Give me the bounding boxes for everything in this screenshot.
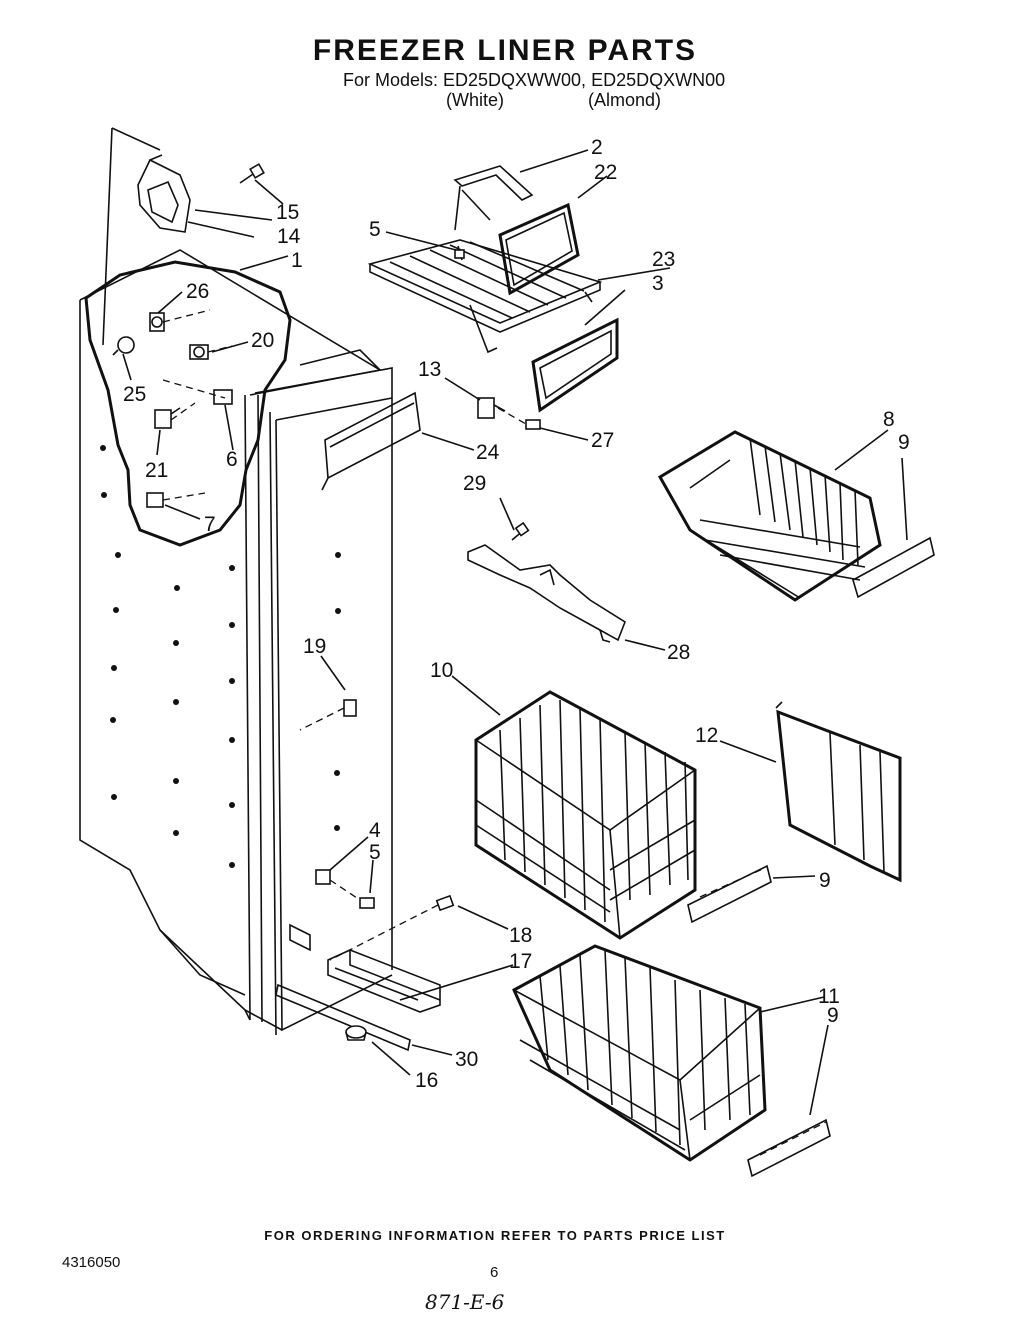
panel-part-3 [531,317,619,413]
part-13-bracket [477,397,506,419]
part-19-clip [299,699,357,731]
callout-13: 13 [418,358,441,381]
callout-3: 3 [652,272,664,295]
callout-29: 29 [463,472,486,495]
screw-part-29 [511,521,530,541]
basket-8-wires [699,437,866,581]
part-20-socket [189,344,209,360]
controls-group [112,309,233,508]
basket-part-8 [657,430,882,602]
callout-17: 17 [509,950,532,973]
callout-14: 14 [277,225,301,248]
callout-11: 11 [818,985,840,1008]
basket-part-10 [474,690,697,940]
handle-part-14 [137,154,191,233]
page-title: FREEZER LINER PARTS [312,34,698,67]
callout-25: 25 [123,383,146,406]
variant-white-label: (White) [446,90,504,110]
leader-lines [122,149,908,1116]
callout-labels: 1 2 3 4 5 5 6 7 8 9 9 9 10 11 12 13 14 1… [123,136,910,1092]
callout-9-lower: 9 [827,1004,839,1027]
liner-bottom-detail [289,923,311,952]
ordering-info-note: FOR ORDERING INFORMATION REFER TO PARTS … [264,1228,726,1243]
callout-28: 28 [667,641,690,664]
callout-23: 23 [652,248,675,271]
part-25-bulb [112,336,135,356]
panel-part-12 [775,701,902,883]
trim-strip-9-upper [852,536,935,599]
shelf-rail-part-17 [327,949,441,1013]
variant-almond-label: (Almond) [588,90,662,110]
callout-8: 8 [883,408,895,431]
part-21-connector [154,407,181,429]
callout-21: 21 [145,459,168,482]
rail-part-28 [467,544,626,643]
screw-part-15 [239,163,265,184]
trim-strip-9-middle [687,864,772,924]
callout-2: 2 [591,136,603,159]
cover-part-24 [321,391,421,491]
callout-5-top: 5 [369,218,381,241]
callout-16: 16 [415,1069,438,1092]
trim-strip-9-lower [747,1118,831,1178]
callout-26: 26 [186,280,209,303]
basket-10-wires [475,699,696,923]
callout-7: 7 [204,513,216,536]
callout-22: 22 [594,161,617,184]
callout-19: 19 [303,635,326,658]
trim-part-30 [275,983,411,1052]
shelf-grid [389,241,585,319]
basket-part-11 [512,944,767,1162]
model-numbers: For Models: ED25DQXWW00, ED25DQXWN00 [343,70,726,90]
callout-4: 4 [369,819,381,842]
callout-15: 15 [276,201,299,224]
part-7-fitting [146,492,164,508]
callout-10: 10 [430,659,453,682]
button-part-16 [345,1025,367,1041]
screw-part-5-top [454,245,465,261]
callout-24: 24 [476,441,500,464]
callout-9-upper: 9 [898,431,910,454]
handwritten-code: 871-E-6 [425,1290,505,1314]
callout-9-middle: 9 [819,869,831,892]
liner-mounting-holes [100,445,341,868]
part-4-clip [315,869,331,885]
callout-12: 12 [695,724,718,747]
callout-6: 6 [226,448,238,471]
screw-part-5-lower [329,879,375,909]
page-number: 6 [490,1264,499,1281]
screw-part-27 [497,407,541,430]
callout-18: 18 [509,924,532,947]
part-26-thermostat [149,312,165,332]
freezer-liner-part [79,127,393,1036]
callout-30: 30 [455,1048,478,1071]
shelf-assembly [367,165,619,413]
document-number: 4316050 [62,1254,121,1271]
callout-20: 20 [251,329,274,352]
callout-5-lower: 5 [369,841,381,864]
basket-11-wires [519,949,761,1151]
callout-1: 1 [291,249,303,272]
callout-27: 27 [591,429,614,452]
